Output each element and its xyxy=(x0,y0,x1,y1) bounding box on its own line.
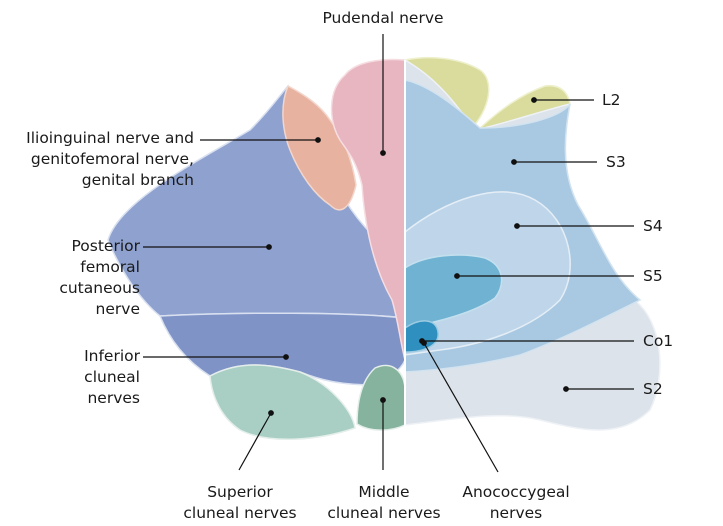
label-anococcygeal: Anococcygeal nerves xyxy=(446,482,586,524)
label-inferior-cluneal-line-2: cluneal xyxy=(30,367,140,388)
label-s5-text: S5 xyxy=(643,266,663,287)
label-s5: S5 xyxy=(643,266,663,287)
dot-s5 xyxy=(455,274,460,279)
label-pudendal-line: Pudendal nerve xyxy=(303,8,463,29)
label-co1: Co1 xyxy=(643,331,673,352)
label-ilioinguinal-line-1: Ilioinguinal nerve and xyxy=(2,128,194,149)
label-inferior-cluneal: Inferior cluneal nerves xyxy=(30,346,140,409)
label-pudendal-nerve: Pudendal nerve xyxy=(303,8,463,29)
dot-ilioinguinal xyxy=(316,138,321,143)
label-middle-cluneal-line-2: cluneal nerves xyxy=(304,503,464,524)
label-posterior-femoral: Posterior femoral cutaneous nerve xyxy=(30,236,140,320)
label-posterior-femoral-line-3: cutaneous xyxy=(30,278,140,299)
label-s3-text: S3 xyxy=(606,152,626,173)
label-inferior-cluneal-line-3: nerves xyxy=(30,388,140,409)
dot-co1 xyxy=(420,339,425,344)
label-ilioinguinal: Ilioinguinal nerve and genitofemoral ner… xyxy=(2,128,194,191)
label-superior-cluneal-line-1: Superior xyxy=(160,482,320,503)
label-superior-cluneal: Superior cluneal nerves xyxy=(160,482,320,524)
dot-s4 xyxy=(515,224,520,229)
label-inferior-cluneal-line-1: Inferior xyxy=(30,346,140,367)
label-ilioinguinal-line-2: genitofemoral nerve, xyxy=(2,149,194,170)
label-s2-text: S2 xyxy=(643,379,663,400)
dot-inferior-cluneal xyxy=(284,355,289,360)
label-posterior-femoral-line-4: nerve xyxy=(30,299,140,320)
label-superior-cluneal-line-2: cluneal nerves xyxy=(160,503,320,524)
label-l2-text: L2 xyxy=(602,90,621,111)
label-anococcygeal-line-1: Anococcygeal xyxy=(446,482,586,503)
label-l2: L2 xyxy=(602,90,621,111)
dot-posterior-femoral xyxy=(267,245,272,250)
label-posterior-femoral-line-2: femoral xyxy=(30,257,140,278)
label-posterior-femoral-line-1: Posterior xyxy=(30,236,140,257)
label-middle-cluneal-line-1: Middle xyxy=(304,482,464,503)
label-s4: S4 xyxy=(643,216,663,237)
label-middle-cluneal: Middle cluneal nerves xyxy=(304,482,464,524)
dot-s3 xyxy=(512,160,517,165)
label-ilioinguinal-line-3: genital branch xyxy=(2,170,194,191)
label-anococcygeal-line-2: nerves xyxy=(446,503,586,524)
dot-middle-cluneal xyxy=(381,398,386,403)
dot-superior-cluneal xyxy=(269,411,274,416)
label-co1-text: Co1 xyxy=(643,331,673,352)
label-s3: S3 xyxy=(606,152,626,173)
label-s2: S2 xyxy=(643,379,663,400)
dot-pudendal xyxy=(381,151,386,156)
dot-l2 xyxy=(532,98,537,103)
dot-s2 xyxy=(564,387,569,392)
label-s4-text: S4 xyxy=(643,216,663,237)
